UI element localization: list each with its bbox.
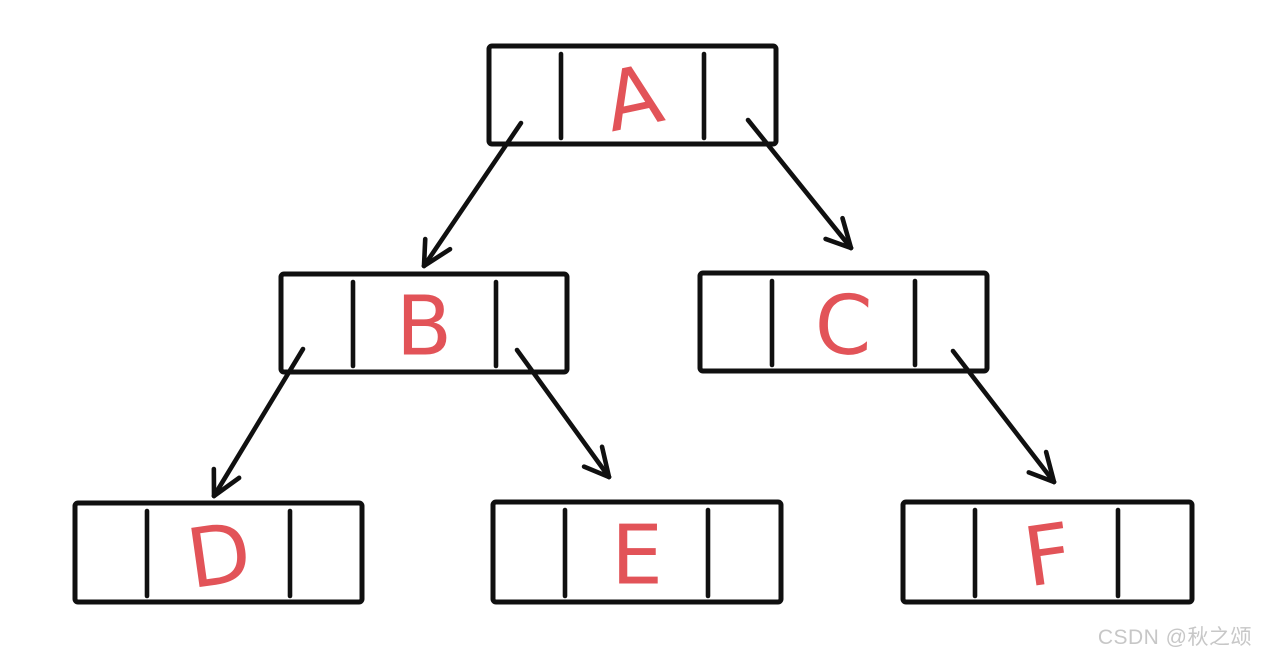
node-box-D: [72, 500, 365, 605]
arrowhead-barb: [1043, 449, 1057, 485]
node-box-A: [486, 43, 779, 147]
arrowhead-barb: [421, 236, 428, 269]
node-box-B: [278, 271, 570, 375]
edge-A-B: [421, 120, 524, 269]
tree-node-B: B: [278, 271, 570, 375]
arrowhead-barb: [421, 246, 453, 269]
node-box-F: [900, 499, 1195, 605]
node-box-E: [490, 499, 784, 605]
tree-node-F: F: [900, 499, 1195, 607]
arrowhead-barb: [211, 475, 242, 499]
edge-line: [421, 120, 524, 269]
node-label-F: F: [1018, 506, 1078, 607]
arrowhead-barb: [823, 236, 854, 251]
node-label-B: B: [396, 280, 452, 375]
node-box-C: [697, 270, 990, 374]
edge-line: [745, 117, 854, 251]
tree-node-C: C: [697, 270, 990, 375]
edge-A-C: [745, 117, 854, 251]
node-label-C: C: [813, 278, 874, 375]
tree-node-A: A: [486, 43, 779, 152]
arrowhead-barb: [599, 444, 612, 480]
tree-node-E: E: [490, 499, 784, 605]
node-label-A: A: [596, 47, 671, 152]
tree-node-D: D: [72, 500, 365, 608]
node-label-D: D: [181, 505, 257, 608]
arrowhead-barb: [1026, 470, 1057, 485]
edge-B-E: [514, 347, 612, 480]
watermark: CSDN @秋之颂: [1097, 626, 1252, 649]
node-label-E: E: [611, 509, 663, 604]
edge-line: [514, 347, 612, 480]
arrowhead-barb: [581, 464, 612, 480]
arrowhead-barb: [840, 215, 854, 251]
